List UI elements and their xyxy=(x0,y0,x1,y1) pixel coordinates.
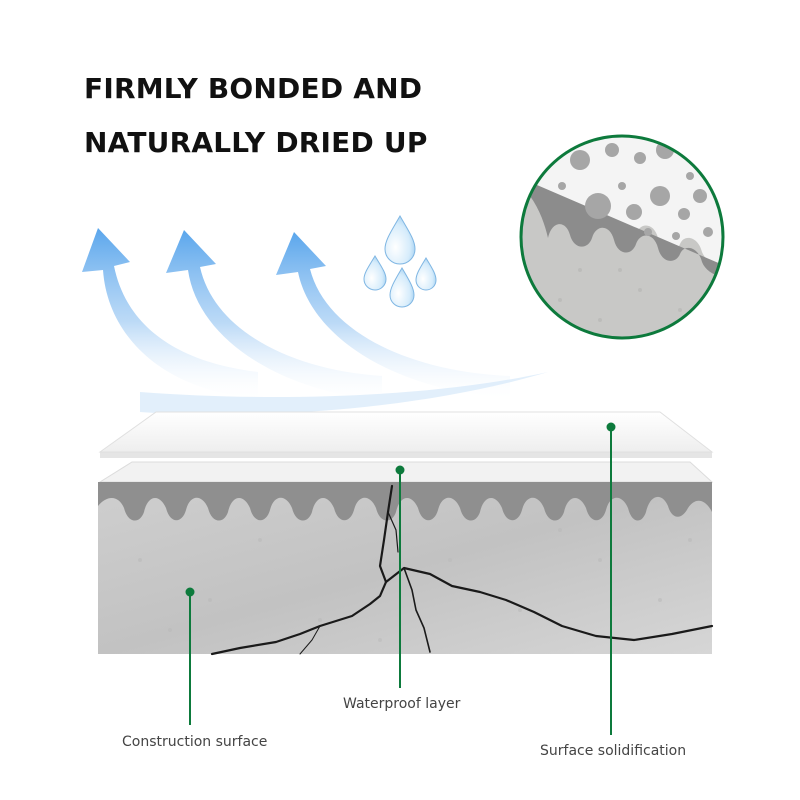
leader-lines xyxy=(185,422,616,735)
arrow-3 xyxy=(276,232,510,398)
drop-1 xyxy=(384,214,416,265)
separator-slab xyxy=(98,461,714,483)
arrow-1 xyxy=(82,228,258,398)
mag-coating xyxy=(530,182,723,280)
headline: FIRMLY BONDED AND NATURALLY DRIED UP xyxy=(84,62,428,170)
label-surface-solidification: Surface solidification xyxy=(540,743,687,759)
dot-construction-surface xyxy=(185,587,195,597)
water-drops-icon xyxy=(363,214,437,308)
dot-surface-solidification xyxy=(606,422,616,432)
top-slab xyxy=(98,411,714,458)
arrow-sweep xyxy=(140,372,548,415)
label-construction-surface: Construction surface xyxy=(122,734,268,750)
mag-ring xyxy=(519,134,725,340)
concrete-block xyxy=(98,482,714,656)
drop-2 xyxy=(363,255,387,291)
concrete-cracks xyxy=(210,484,714,656)
headline-line-2: NATURALLY DRIED UP xyxy=(84,126,428,159)
magnified-detail-circle xyxy=(519,134,725,340)
drop-4 xyxy=(389,267,415,308)
drop-3 xyxy=(415,257,437,291)
dot-waterproof-layer xyxy=(395,465,405,475)
evaporation-arrows-icon xyxy=(82,228,548,415)
label-waterproof-layer: Waterproof layer xyxy=(343,696,461,712)
arrow-2 xyxy=(166,230,382,400)
waterproof-coating xyxy=(98,482,712,521)
headline-line-1: FIRMLY BONDED AND xyxy=(84,72,423,105)
